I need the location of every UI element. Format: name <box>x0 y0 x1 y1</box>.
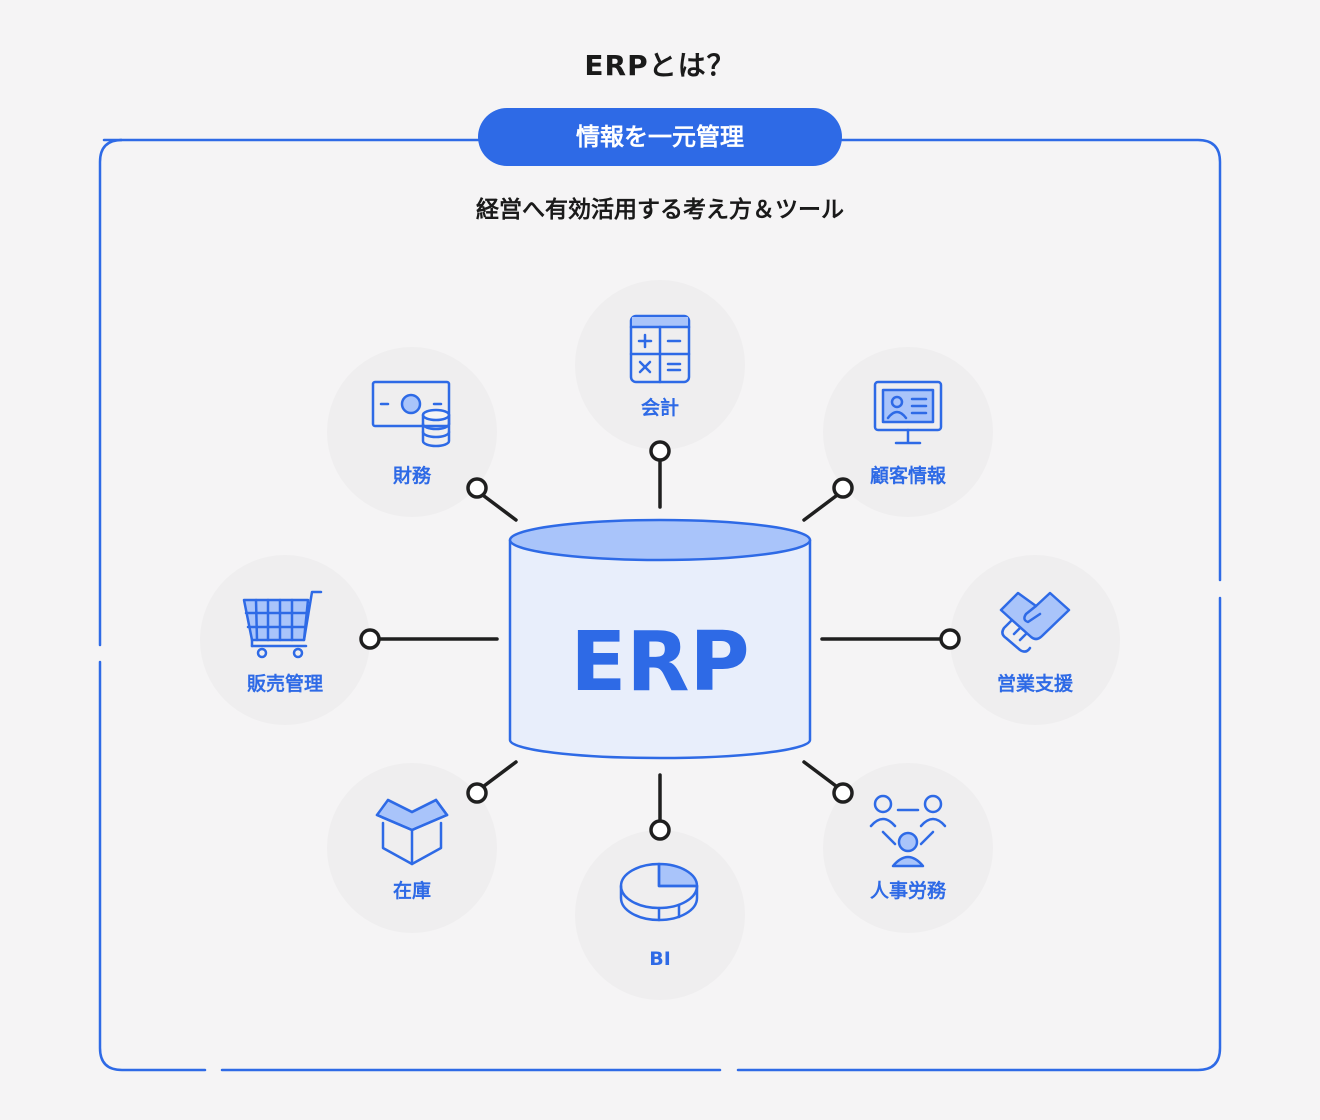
node-label-kaikei: 会計 <box>641 396 679 419</box>
handshake-icon <box>999 591 1071 653</box>
pie-chart-icon <box>619 862 699 922</box>
erp-cylinder: ERP <box>508 518 812 760</box>
node-circle-zaimu <box>327 347 497 517</box>
node-label-kokyaku: 顧客情報 <box>870 464 947 487</box>
connectors <box>378 458 942 822</box>
shopping-cart-icon <box>242 590 323 659</box>
badge-unified-management: 情報を一元管理 <box>478 108 842 166</box>
monitor-profile-icon <box>873 380 943 445</box>
page-title: ERPとは？ <box>584 49 736 82</box>
node-label-hanbai: 販売管理 <box>247 672 323 695</box>
node-label-zaiko: 在庫 <box>393 879 431 902</box>
box-icon <box>375 798 449 866</box>
connector-dots <box>359 440 961 841</box>
calculator-icon <box>629 314 691 384</box>
node-label-bi: BI <box>649 948 671 970</box>
node-label-eigyo: 営業支援 <box>997 672 1074 695</box>
erp-label: ERP <box>570 615 749 710</box>
node-label-jinji: 人事労務 <box>870 879 947 902</box>
money-coins-icon <box>371 380 451 448</box>
people-network-icon <box>869 794 947 868</box>
subtitle: 経営へ有効活用する考え方＆ツール <box>476 197 844 223</box>
node-label-zaimu: 財務 <box>393 464 432 487</box>
